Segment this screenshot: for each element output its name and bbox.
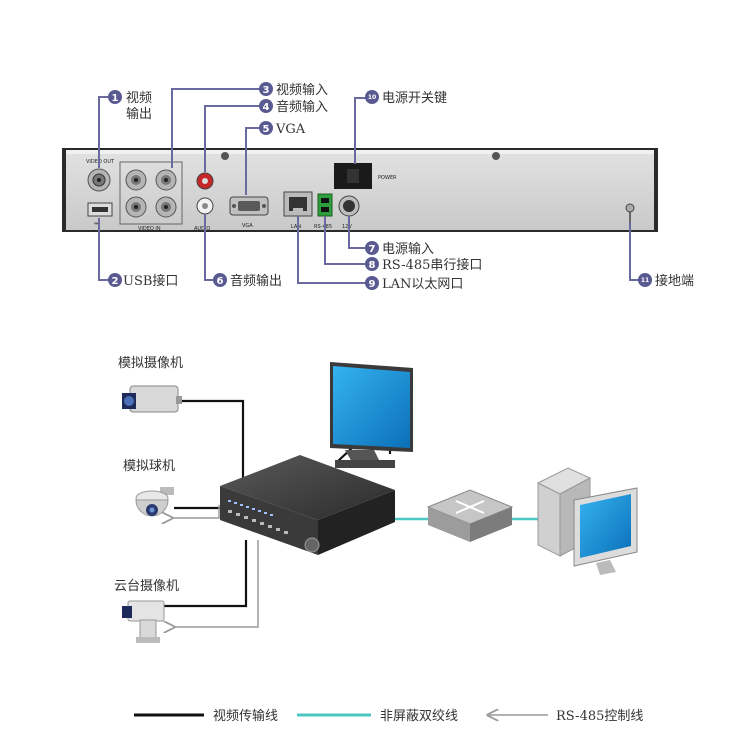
svg-text:8: 8 — [369, 260, 376, 271]
analog-camera-icon — [122, 385, 182, 413]
callout-10-label: 电源开关键 — [382, 91, 447, 106]
lan-port: LAN — [283, 191, 313, 230]
callout-8: 8 RS-485串行接口 — [365, 257, 482, 273]
svg-text:11: 11 — [641, 277, 649, 284]
bnc-connector — [155, 196, 177, 218]
vga-port: VGA — [229, 196, 269, 229]
svg-text:9: 9 — [369, 279, 376, 290]
rs485-label: RS-485 — [314, 224, 332, 230]
bnc-connector — [155, 169, 177, 191]
ptz-camera-label: 云台摄像机 — [114, 579, 179, 594]
svg-text:5: 5 — [263, 124, 270, 135]
audio-ports: AUDIO — [194, 172, 214, 232]
analog-camera-label: 模拟摄像机 — [118, 356, 183, 371]
svg-text:7: 7 — [369, 244, 376, 255]
svg-text:3: 3 — [263, 85, 270, 96]
power-input-port: 12V — [338, 195, 360, 230]
callout-7-label: 电源输入 — [382, 241, 434, 257]
callout-1-line1: 视频 — [126, 91, 152, 106]
callout-10: 10 电源开关键 — [365, 90, 447, 106]
callout-9: 9 LAN以太网口 — [365, 276, 463, 292]
power-switch: POWER — [334, 163, 397, 189]
callout-1-line2: 输出 — [126, 106, 152, 122]
callout-7: 7 电源输入 — [365, 241, 434, 257]
video-out-label: VIDEO OUT — [86, 159, 115, 165]
lan-label: LAN — [291, 224, 301, 230]
rs485-cables — [172, 505, 259, 627]
legend-utp-line: 非屏蔽双绞线 — [380, 708, 458, 724]
analog-dome-icon — [135, 487, 174, 517]
video-out-port: VIDEO OUT — [86, 159, 115, 192]
callout-11: 11 接地端 — [638, 273, 694, 289]
video-in-ports: VIDEO IN — [119, 161, 183, 232]
computer-icon — [536, 467, 638, 575]
legend: 视频传输线 非屏蔽双绞线 RS-485控制线 — [134, 708, 643, 724]
svg-text:⇹: ⇹ — [94, 221, 98, 227]
svg-text:10: 10 — [368, 94, 376, 101]
bnc-connector — [125, 196, 147, 218]
svg-text:2: 2 — [112, 276, 119, 287]
svg-text:1: 1 — [112, 93, 119, 104]
audio-label: AUDIO — [194, 226, 210, 232]
power-input-label: 12V — [342, 224, 352, 230]
callout-4: 4 音频输入 — [259, 99, 328, 115]
callout-2-label: USB接口 — [123, 273, 178, 289]
ptz-camera-icon — [122, 600, 165, 643]
callout-5-label: VGA — [275, 122, 306, 137]
power-switch-label: POWER — [378, 175, 397, 181]
network-switch-icon — [426, 489, 514, 542]
legend-video-line: 视频传输线 — [213, 708, 278, 724]
svg-text:4: 4 — [263, 102, 270, 113]
monitor-icon — [330, 362, 413, 468]
callout-4-label: 音频输入 — [276, 99, 328, 115]
callout-11-label: 接地端 — [655, 273, 694, 289]
callout-6: 6 音频输出 — [213, 273, 282, 289]
callout-6-label: 音频输出 — [230, 273, 282, 289]
ground-terminal — [625, 203, 635, 222]
analog-dome-label: 模拟球机 — [123, 459, 175, 474]
vga-label: VGA — [242, 223, 253, 229]
legend-rs485-line: RS-485控制线 — [556, 709, 643, 724]
video-in-label: VIDEO IN — [138, 226, 161, 232]
svg-text:6: 6 — [217, 276, 224, 287]
rear-panel — [62, 148, 658, 232]
callout-2: 2 USB接口 — [108, 273, 178, 289]
callout-9-label: LAN以太网口 — [382, 277, 463, 292]
callout-1: 1 视频 输出 — [108, 90, 152, 122]
dvr-icon — [220, 455, 395, 555]
callout-5: 5 VGA — [259, 121, 306, 137]
bnc-connector — [125, 169, 147, 191]
callout-3: 3 视频输入 — [259, 82, 328, 98]
callout-3-label: 视频输入 — [276, 82, 328, 98]
usb-port: ⇹ — [87, 202, 113, 227]
callout-8-label: RS-485串行接口 — [382, 257, 482, 273]
